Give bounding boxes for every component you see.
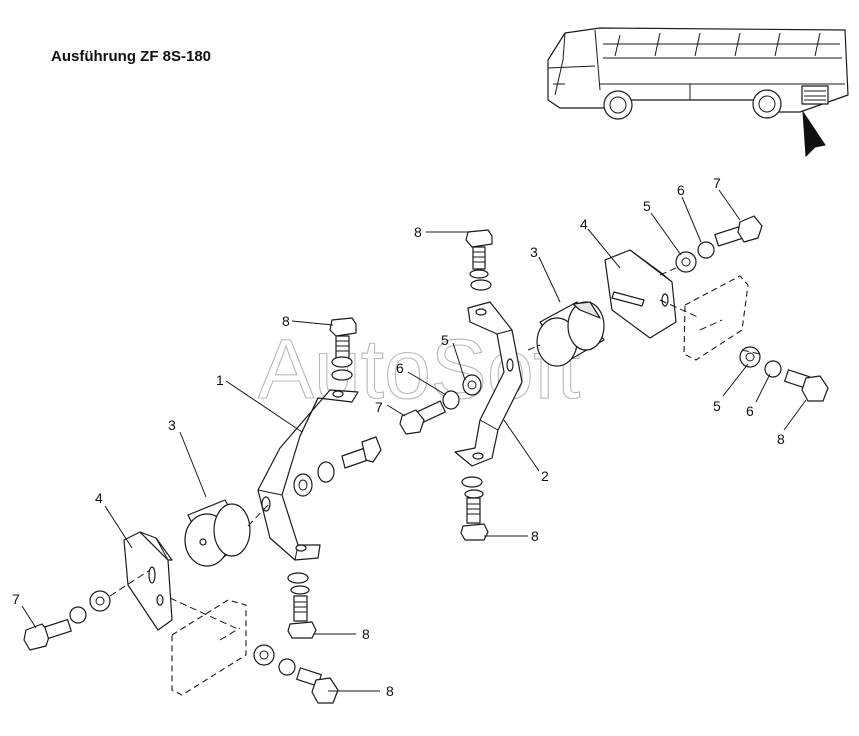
rubber-mount-3-left [184, 499, 251, 567]
callout-2: 2 [541, 468, 549, 484]
bolt-7-upper-right [675, 215, 763, 273]
bus-locator-illustration [547, 27, 849, 158]
bolt-8-bottom-right [460, 476, 489, 541]
bolt-7-middle [399, 374, 482, 435]
rubber-mount-3-right [536, 301, 605, 367]
diagram-title: Ausführung ZF 8S-180 [51, 48, 212, 65]
callout-4-right: 4 [580, 216, 588, 232]
plate-4-left [123, 531, 173, 631]
callout-6-middle: 6 [396, 360, 404, 376]
callout-8-top-left: 8 [282, 313, 290, 329]
bolt-8-top-left [329, 317, 357, 381]
bolt-7-left [23, 590, 111, 651]
leader-lines [21, 189, 807, 692]
callout-7-upper-right: 7 [713, 175, 721, 191]
callout-8-bottom-left: 8 [362, 626, 370, 642]
callout-5-lower-right: 5 [713, 398, 721, 414]
callout-6-upper-right: 6 [677, 182, 685, 198]
callout-6-lower-right: 6 [746, 403, 754, 419]
callout-8-lower-right: 8 [777, 431, 785, 447]
callout-8-top-right: 8 [414, 224, 422, 240]
callout-5-upper-right: 5 [643, 198, 651, 214]
plate-4-right [604, 249, 677, 339]
bolt-8-lower-right [739, 346, 829, 402]
bolt-8-lower-left [253, 644, 339, 704]
bolt-8-bottom-left [287, 572, 317, 639]
callout-4-left: 4 [95, 490, 103, 506]
bracket-1 [257, 389, 359, 561]
bolt-bracket-1-side [293, 436, 382, 497]
callout-3-right: 3 [530, 244, 538, 260]
callout-8-bottom-right: 8 [531, 528, 539, 544]
dashed-block-left [171, 599, 247, 696]
callout-labels: 8 1 3 4 7 8 8 8 3 4 5 6 7 5 6 7 2 8 5 6 … [12, 175, 785, 699]
callout-1: 1 [216, 372, 224, 388]
bracket-2 [454, 301, 523, 467]
callout-5-middle: 5 [441, 332, 449, 348]
dashed-block-right [683, 275, 749, 361]
callout-3-left: 3 [168, 417, 176, 433]
callout-7-middle: 7 [375, 399, 383, 415]
callout-7-left: 7 [12, 591, 20, 607]
bolt-8-top-right [465, 229, 493, 291]
callout-8-lower-left: 8 [386, 683, 394, 699]
watermark-text: AutoSoft [258, 322, 580, 416]
